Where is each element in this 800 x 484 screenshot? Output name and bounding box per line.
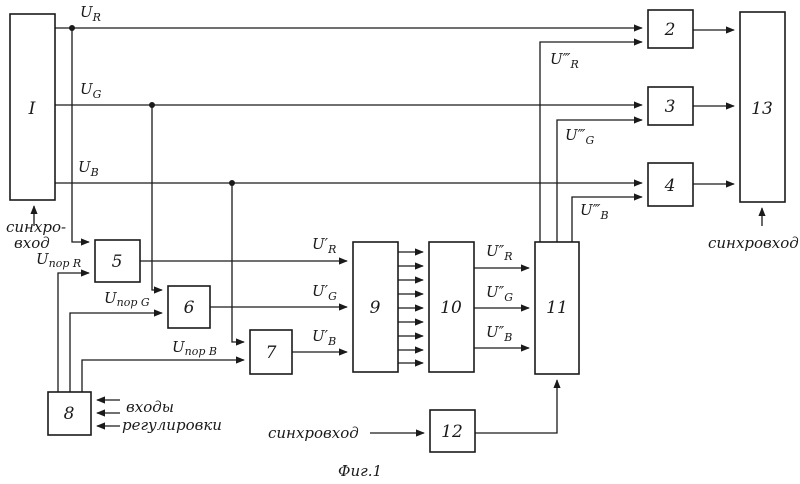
wire-12-11 bbox=[475, 380, 557, 433]
label-ub1: U′B bbox=[312, 327, 336, 348]
block-12: 12 bbox=[430, 410, 475, 452]
block-13: 13 bbox=[740, 12, 785, 202]
block-1-label: I bbox=[28, 99, 36, 119]
wire-upor-r bbox=[58, 273, 89, 392]
label-ur: UR bbox=[80, 3, 101, 24]
label-sync-bottom: синхровход bbox=[268, 424, 359, 442]
block-11-label: 11 bbox=[546, 298, 568, 318]
block-11: 11 bbox=[535, 242, 579, 374]
block-8-label: 8 bbox=[64, 404, 75, 424]
block-9: 9 bbox=[353, 242, 398, 372]
block-12-label: 12 bbox=[441, 422, 463, 442]
block-8: 8 bbox=[48, 392, 91, 435]
wire-ug-to-6 bbox=[152, 105, 162, 290]
label-ub: UB bbox=[78, 158, 99, 179]
bus-9-10 bbox=[398, 252, 423, 363]
wire-ur-to-5 bbox=[72, 28, 89, 242]
label-adjust-1: входы bbox=[126, 398, 174, 416]
block-5-label: 5 bbox=[112, 252, 123, 272]
label-adjust-2: регулировки bbox=[122, 416, 222, 434]
label-upor-r: Uпор R bbox=[36, 250, 81, 270]
block-4: 4 bbox=[648, 163, 693, 206]
wire-upor-b bbox=[82, 360, 244, 392]
label-sync-left-2: вход bbox=[14, 234, 50, 252]
label-upor-g: Uпор G bbox=[104, 289, 150, 309]
label-ug3: U‴G bbox=[565, 126, 594, 147]
block-3: 3 bbox=[648, 87, 693, 125]
label-sync-right: синхровход bbox=[708, 234, 799, 252]
label-ub2: U″B bbox=[486, 323, 512, 344]
block-4-label: 4 bbox=[664, 176, 676, 196]
block-6-label: 6 bbox=[184, 298, 195, 318]
block-7-label: 7 bbox=[266, 343, 277, 363]
label-ug2: U″G bbox=[486, 283, 513, 304]
block-13-label: 13 bbox=[751, 99, 773, 119]
label-ug: UG bbox=[80, 80, 102, 101]
block-3-label: 3 bbox=[665, 97, 676, 117]
label-ub3: U‴B bbox=[580, 201, 609, 222]
block-10-label: 10 bbox=[440, 298, 462, 318]
block-6: 6 bbox=[168, 286, 210, 328]
wire-upor-g bbox=[70, 313, 162, 392]
wires-to-13 bbox=[693, 30, 734, 184]
block-7: 7 bbox=[250, 330, 292, 374]
block-5: 5 bbox=[95, 240, 140, 282]
label-ug1: U′G bbox=[312, 282, 337, 303]
block-10: 10 bbox=[429, 242, 474, 372]
label-upor-b: Uпор B bbox=[172, 338, 217, 358]
wires-adjust bbox=[97, 400, 120, 426]
figure-caption: Фиг.1 bbox=[338, 462, 382, 480]
wires-threshold bbox=[58, 273, 244, 392]
signal-labels: UR UG UB U′R U′G U′B U″R U″G U″B U‴R U‴G… bbox=[36, 3, 609, 358]
block-2: 2 bbox=[648, 10, 693, 48]
wire-ub-to-7 bbox=[232, 183, 244, 342]
block-1: I bbox=[10, 14, 55, 200]
block-2-label: 2 bbox=[664, 20, 676, 40]
label-ur2: U″R bbox=[486, 242, 513, 263]
block-9-label: 9 bbox=[370, 298, 381, 318]
label-ur1: U′R bbox=[312, 235, 336, 256]
label-ur3: U‴R bbox=[550, 50, 579, 71]
